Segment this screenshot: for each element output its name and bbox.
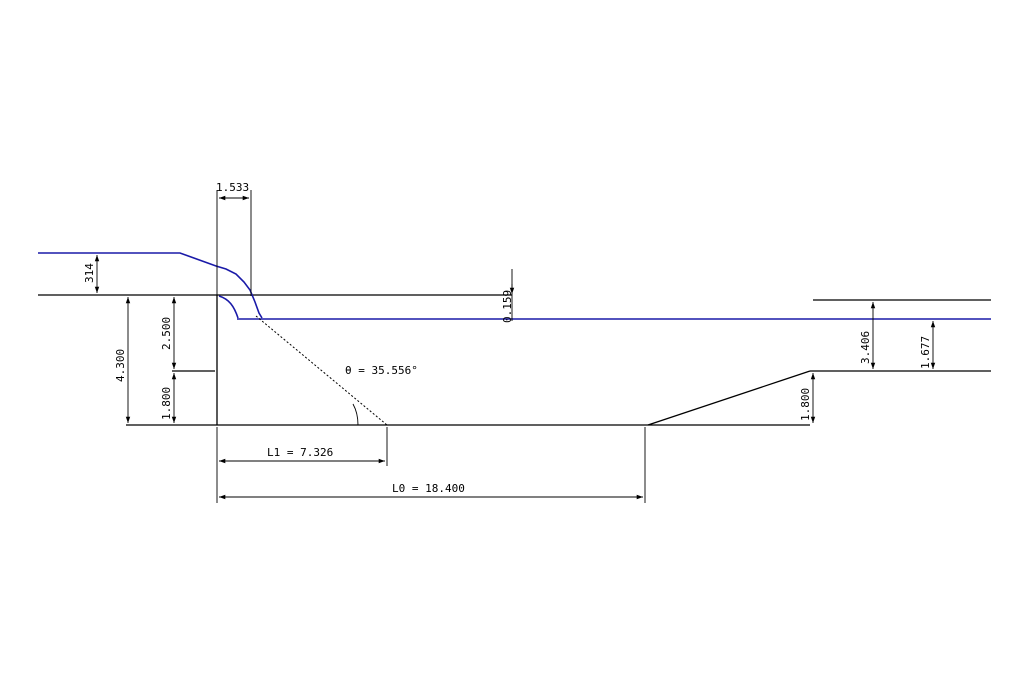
sill-height-label: 1.800 — [799, 388, 812, 421]
upper-wall-label: 2.500 — [160, 317, 173, 350]
lower-wall-label: 1.800 — [160, 387, 173, 420]
flow-depth-label: 1.677 — [919, 336, 932, 369]
l0-label: L0 = 18.400 — [392, 482, 465, 495]
total-height-label: 4.300 — [114, 349, 127, 382]
end-sill-ramp — [647, 370, 811, 426]
downstream-depth-label: 3.406 — [859, 331, 872, 364]
jet-trajectory-line — [255, 315, 388, 426]
upstream-water-surface — [38, 252, 263, 319]
jet-angle-label: θ = 35.556° — [345, 364, 418, 377]
l1-label: L1 = 7.326 — [267, 446, 333, 459]
head-label: 314 — [83, 263, 96, 283]
jet-angle-arc — [352, 403, 359, 426]
nappe-lower-profile — [218, 295, 239, 319]
crest-length-label: 1.533 — [216, 181, 249, 194]
drop-label: 0.159 — [501, 290, 514, 323]
